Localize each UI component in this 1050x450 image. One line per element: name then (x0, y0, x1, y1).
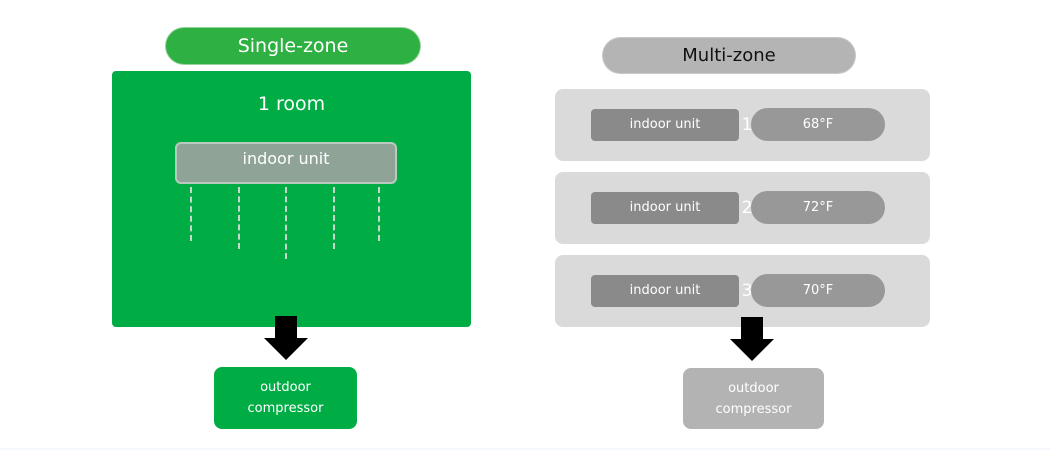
zone-indoor-unit: indoor unit (591, 275, 739, 307)
outdoor-label-line1: outdoor (260, 380, 311, 395)
multi-zone-title: Multi-zone (603, 38, 855, 73)
bottom-divider (0, 448, 1050, 450)
single-zone-indoor-unit: indoor unit (175, 142, 397, 184)
airflow-line (190, 187, 192, 241)
airflow-line (238, 187, 240, 249)
outdoor-label-line2: compressor (715, 401, 792, 417)
single-zone-title: Single-zone (166, 28, 420, 64)
down-arrow-icon (730, 317, 774, 363)
zone-row: indoor unit 2 72°F (555, 172, 930, 244)
airflow-line (285, 187, 287, 259)
room-label: 1 room (257, 93, 326, 115)
single-zone-room: 1 room indoor unit (112, 71, 471, 327)
zone-indoor-unit: indoor unit (591, 109, 739, 141)
zone-row: indoor unit 3 70°F (555, 255, 930, 327)
zone-number: 3 (741, 281, 753, 301)
airflow-line (378, 187, 380, 241)
zone-temperature: 70°F (751, 274, 885, 307)
zone-row: indoor unit 1 68°F (555, 89, 930, 161)
multi-zone-outdoor-compressor: outdoor compressor (683, 368, 824, 429)
zone-indoor-unit: indoor unit (591, 192, 739, 224)
outdoor-label-line2: compressor (247, 401, 324, 416)
zone-temperature: 68°F (751, 108, 885, 141)
down-arrow-icon (264, 316, 308, 362)
zone-temperature: 72°F (751, 191, 885, 224)
zone-number: 1 (741, 115, 753, 135)
airflow-line (333, 187, 335, 249)
outdoor-label-line1: outdoor (728, 380, 779, 396)
single-zone-outdoor-compressor: outdoor compressor (214, 367, 357, 429)
zone-number: 2 (741, 198, 753, 218)
